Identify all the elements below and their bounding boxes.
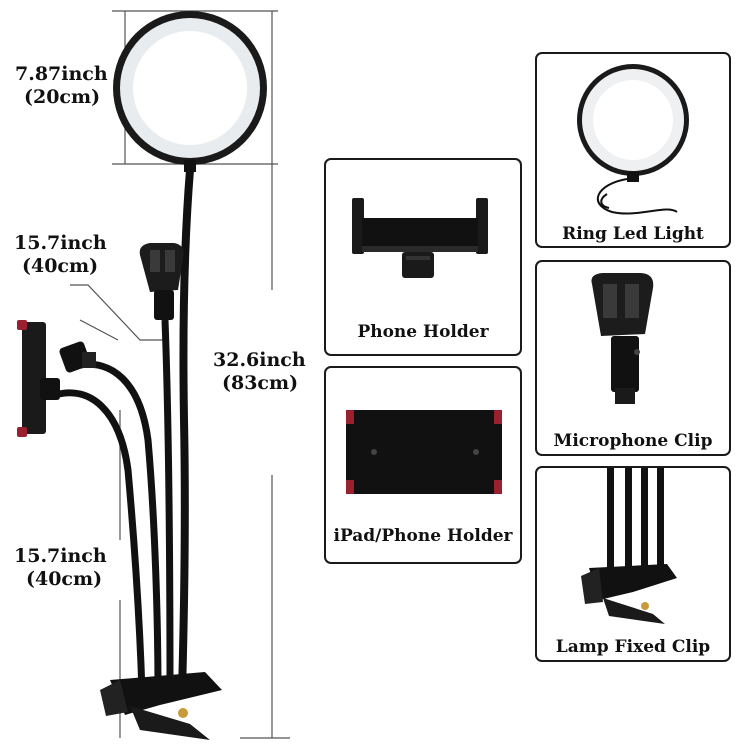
- ring-led-light-label: Ring Led Light: [562, 224, 704, 244]
- ipad-phone-holder-image: [346, 410, 502, 494]
- card-ipad-phone-holder: iPad/Phone Holder: [324, 366, 522, 564]
- ring-diameter-cm: (20cm): [24, 86, 101, 108]
- ring-light-main: [113, 11, 267, 172]
- ring-diameter-inch: 7.87inch: [15, 63, 108, 85]
- microphone-clip-image: [591, 273, 654, 404]
- total-height-inch: 32.6inch: [213, 349, 306, 371]
- card-ring-led-light: Ring Led Light: [535, 52, 731, 248]
- arm-length-bottom-cm: (40cm): [26, 568, 103, 590]
- gooseneck-phone-holder: [79, 360, 162, 693]
- phone-holder-image: [352, 198, 488, 278]
- phone-holder-label: Phone Holder: [357, 322, 489, 342]
- gooseneck-mic: [161, 319, 174, 693]
- total-height-cm: (83cm): [222, 372, 299, 394]
- lamp-fixed-clip-image: [581, 468, 677, 624]
- card-phone-holder: Phone Holder: [324, 158, 522, 356]
- tablet-holder-main: [17, 320, 60, 437]
- base-clamp-main: [100, 672, 222, 740]
- ipad-phone-holder-label: iPad/Phone Holder: [333, 526, 513, 546]
- gooseneck-ipad-holder: [54, 389, 146, 693]
- arm-length-top-inch: 15.7inch: [14, 232, 107, 254]
- gooseneck-ring: [178, 166, 194, 696]
- phone-clamp-small-main: [59, 341, 96, 373]
- lamp-fixed-clip-label: Lamp Fixed Clip: [555, 637, 711, 657]
- product-illustration: [17, 10, 290, 740]
- microphone-clip-label: Microphone Clip: [553, 431, 713, 451]
- arm-length-bottom-inch: 15.7inch: [14, 545, 107, 567]
- microphone-clip-main: [139, 243, 184, 320]
- arm-length-top-cm: (40cm): [22, 255, 99, 277]
- card-lamp-fixed-clip: Lamp Fixed Clip: [535, 466, 731, 662]
- ring-led-light-image: [577, 64, 689, 215]
- card-microphone-clip: Microphone Clip: [535, 260, 731, 456]
